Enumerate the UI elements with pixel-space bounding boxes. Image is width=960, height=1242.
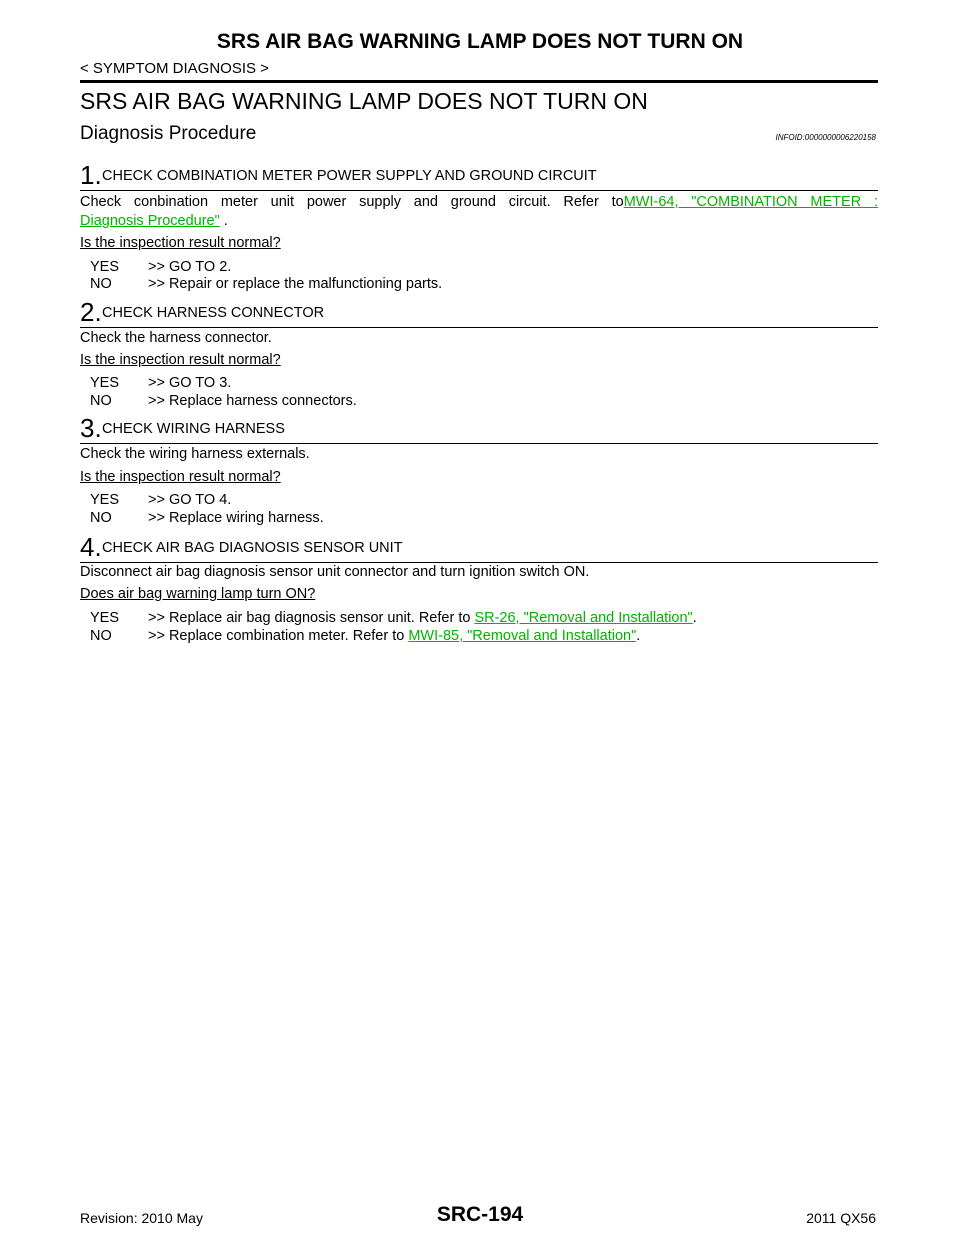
- step-2-title: CHECK HARNESS CONNECTOR: [102, 305, 325, 321]
- step-4-answer-no: NO>> Replace combination meter. Refer to…: [90, 628, 641, 644]
- step-2-header: 2. CHECK HARNESS CONNECTOR: [80, 297, 878, 328]
- step-4-header: 4. CHECK AIR BAG DIAGNOSIS SENSOR UNIT: [80, 532, 878, 563]
- info-id: INFOID:0000000006220158: [775, 133, 876, 142]
- step-1-answer-no: NO>> Repair or replace the malfunctionin…: [90, 276, 443, 292]
- step-2-number: 2.: [80, 297, 102, 327]
- footer-revision: Revision: 2010 May: [80, 1210, 203, 1226]
- header-rule: [80, 80, 878, 83]
- step-1-body-line2: Diagnosis Procedure" .: [80, 213, 228, 229]
- step-4-title: CHECK AIR BAG DIAGNOSIS SENSOR UNIT: [102, 540, 403, 556]
- step-1-number: 1.: [80, 160, 102, 190]
- link-mwi-64[interactable]: MWI-64, "COMBINATION METER :: [623, 194, 878, 210]
- page-heading: SRS AIR BAG WARNING LAMP DOES NOT TURN O…: [80, 88, 648, 114]
- step-1-body-line1: Check conbination meter unit power suppl…: [80, 194, 878, 210]
- step-3-title: CHECK WIRING HARNESS: [102, 421, 285, 437]
- step-4-body: Disconnect air bag diagnosis sensor unit…: [80, 564, 590, 580]
- step-1-header: 1. CHECK COMBINATION METER POWER SUPPLY …: [80, 160, 878, 191]
- step-3-header: 3. CHECK WIRING HARNESS: [80, 413, 878, 444]
- link-mwi-64-cont[interactable]: Diagnosis Procedure": [80, 213, 220, 229]
- footer-model: 2011 QX56: [806, 1210, 876, 1226]
- step-2-answer-no: NO>> Replace harness connectors.: [90, 393, 357, 409]
- step-3-body: Check the wiring harness externals.: [80, 446, 310, 462]
- step-1-answer-yes: YES>> GO TO 2.: [90, 259, 232, 275]
- step-1-question: Is the inspection result normal?: [80, 235, 281, 251]
- step-2-question: Is the inspection result normal?: [80, 352, 281, 368]
- step-3-number: 3.: [80, 413, 102, 443]
- footer-page-code: SRC-194: [436, 1203, 524, 1226]
- step-4-number: 4.: [80, 532, 102, 562]
- step-1-title: CHECK COMBINATION METER POWER SUPPLY AND…: [102, 168, 597, 184]
- step-3-question: Is the inspection result normal?: [80, 469, 281, 485]
- procedure-heading: Diagnosis Procedure: [80, 123, 257, 144]
- step-3-answer-yes: YES>> GO TO 4.: [90, 492, 232, 508]
- step-4-answer-yes: YES>> Replace air bag diagnosis sensor u…: [90, 610, 697, 626]
- step-2-answer-yes: YES>> GO TO 3.: [90, 375, 232, 391]
- step-1-body-text: Check conbination meter unit power suppl…: [80, 194, 624, 210]
- section-breadcrumb: < SYMPTOM DIAGNOSIS >: [80, 60, 269, 77]
- step-4-question: Does air bag warning lamp turn ON?: [80, 586, 316, 602]
- link-sr-26[interactable]: SR-26, "Removal and Installation": [474, 610, 693, 626]
- step-3-answer-no: NO>> Replace wiring harness.: [90, 510, 324, 526]
- header-title: SRS AIR BAG WARNING LAMP DOES NOT TURN O…: [216, 30, 744, 53]
- link-mwi-85[interactable]: MWI-85, "Removal and Installation": [408, 628, 637, 644]
- step-2-body: Check the harness connector.: [80, 330, 272, 346]
